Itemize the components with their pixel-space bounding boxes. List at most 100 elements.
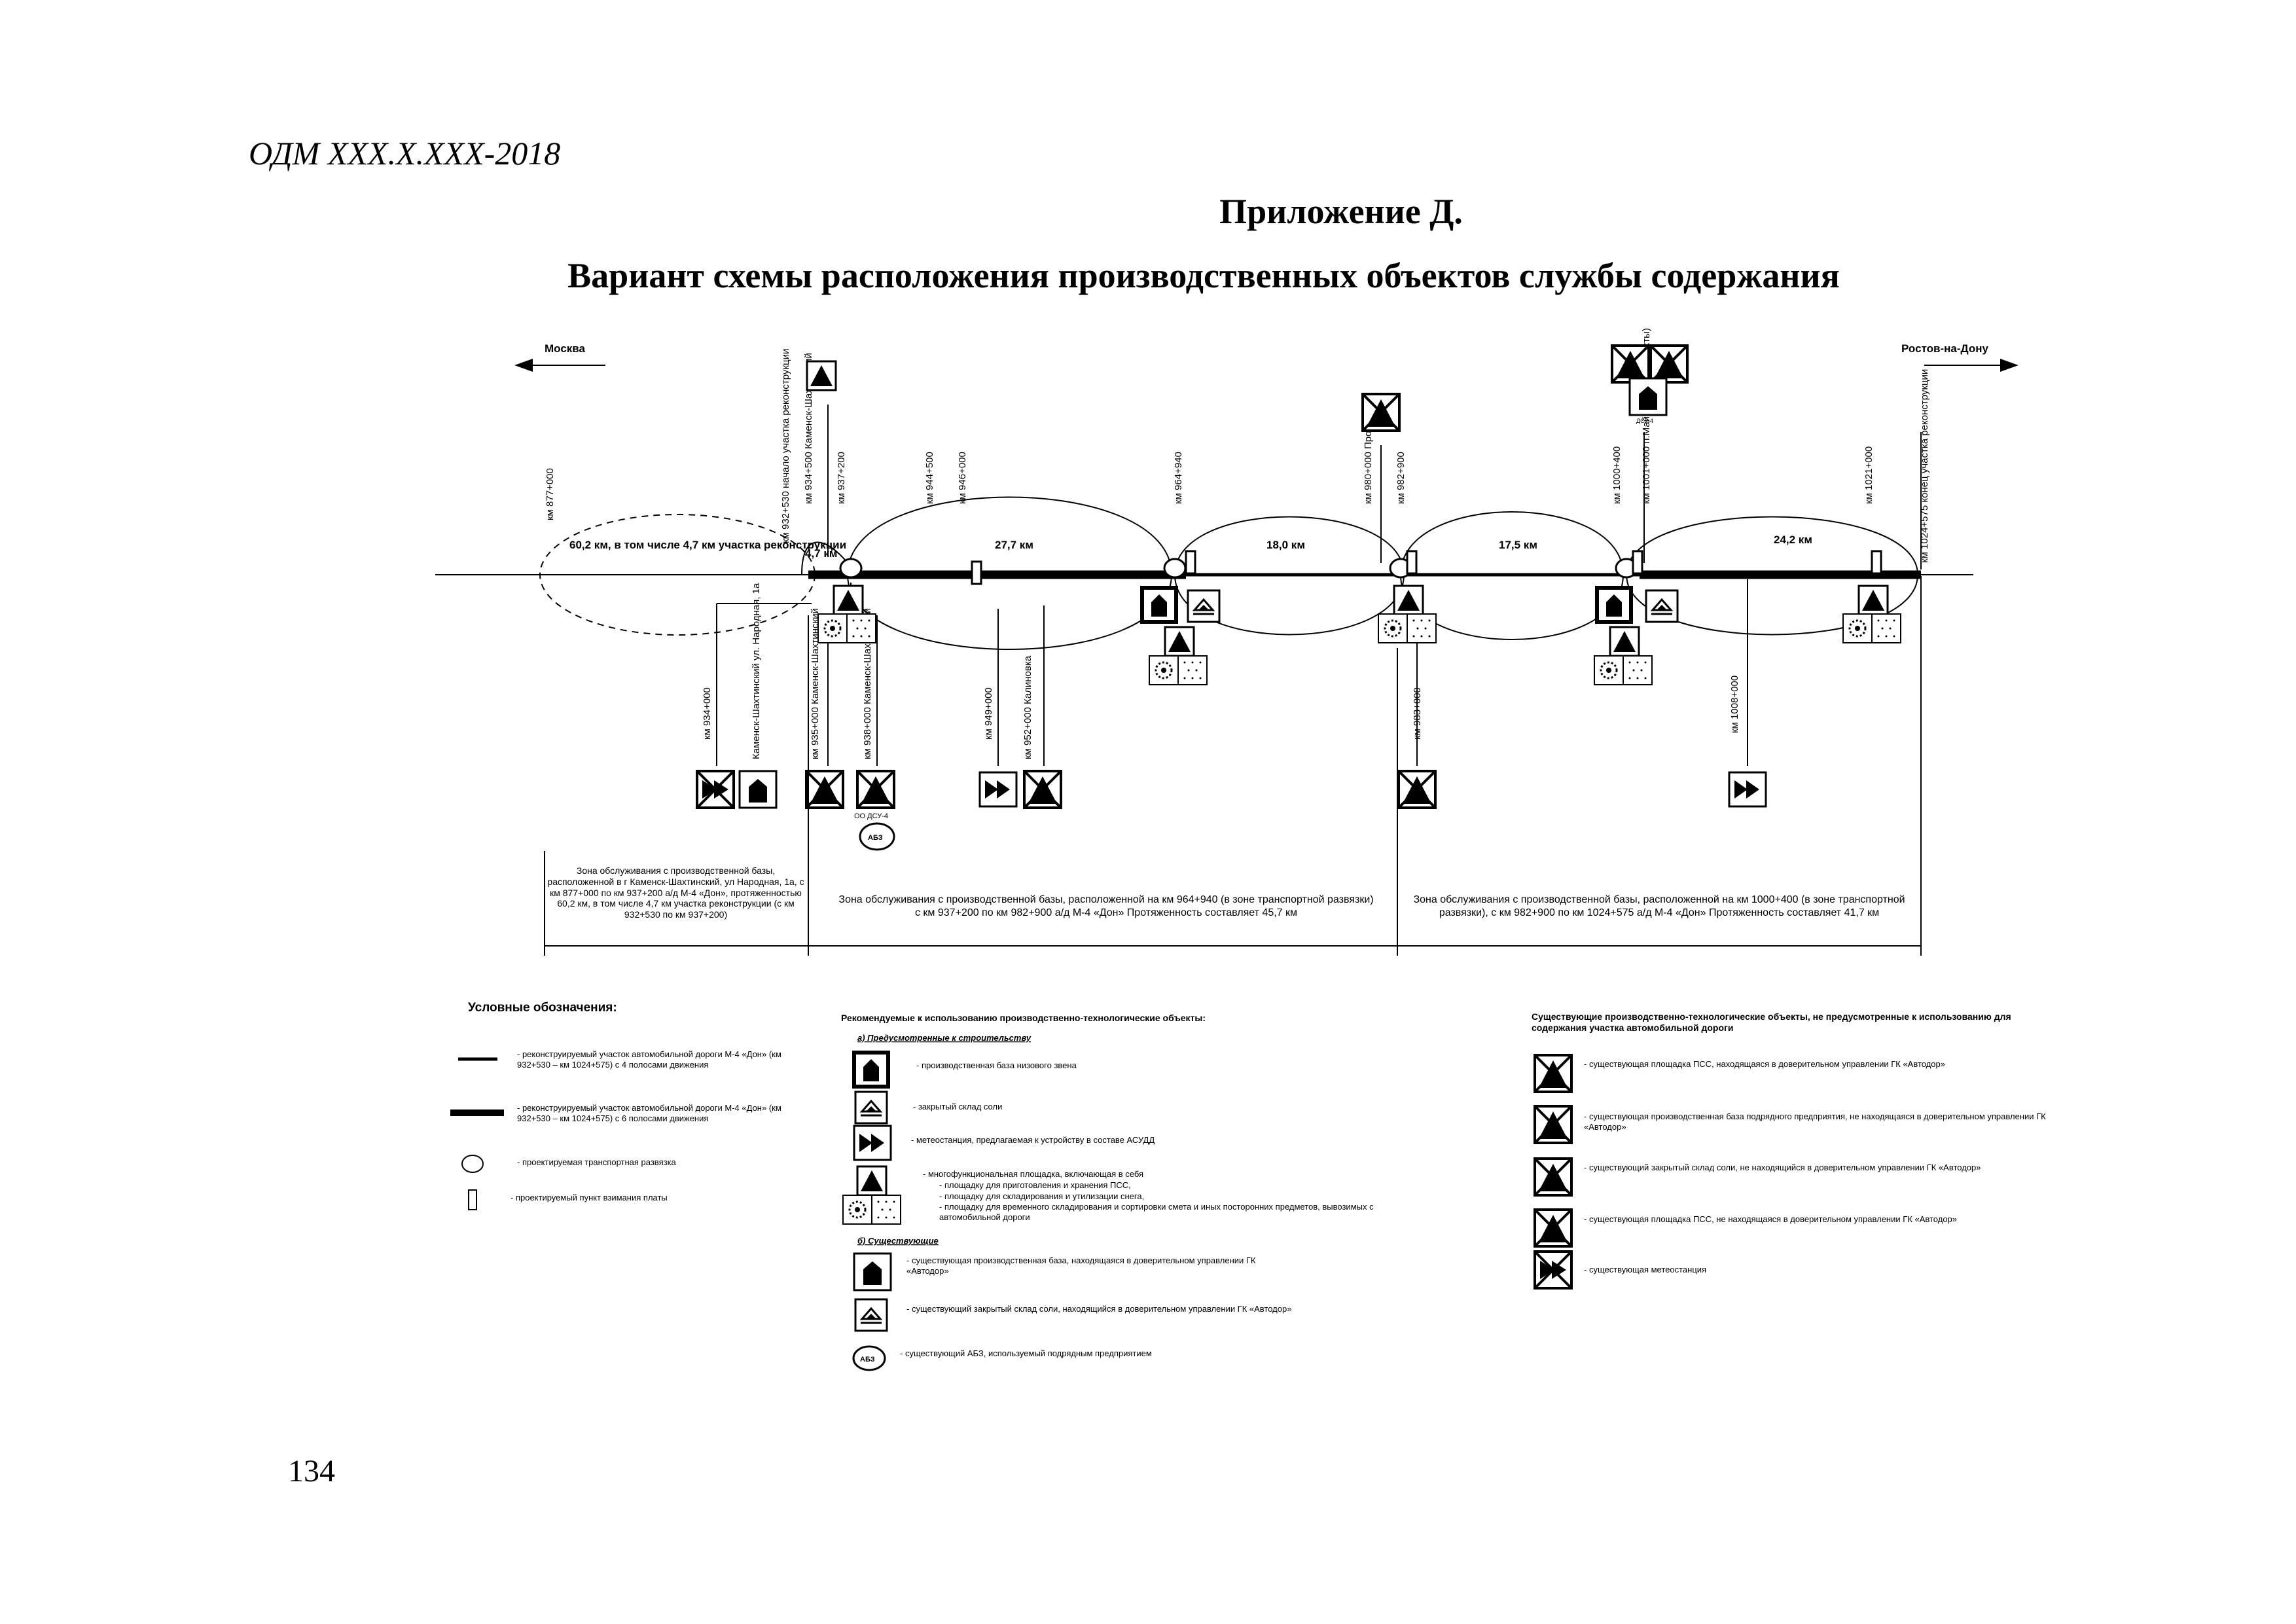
km-mark-top: км 982+900 bbox=[1395, 452, 1407, 504]
legend-existing-salt-icon bbox=[1534, 1157, 1573, 1197]
existing-pss-site-icon bbox=[1023, 770, 1062, 809]
page-number: 134 bbox=[288, 1454, 335, 1489]
multifunction-site-icon bbox=[1857, 585, 1889, 616]
legend-recommended-b-item: - существующая производственная база, на… bbox=[906, 1255, 1256, 1276]
legend-left-item: - реконструируемый участок автомобильной… bbox=[517, 1103, 781, 1124]
km-mark-bottom: Каменск-Шахтинский ул. Народная, 1а bbox=[751, 583, 762, 759]
production-base-icon bbox=[1597, 588, 1631, 622]
legend-title: Условные обозначения: bbox=[468, 1001, 617, 1015]
legend-existing-pss2-icon bbox=[1534, 1208, 1573, 1248]
appendix-heading: Приложение Д. bbox=[1219, 192, 1463, 231]
km-mark-top: км 932+530 начало участка реконструкции bbox=[780, 349, 791, 543]
snow-site-icon bbox=[1593, 655, 1624, 686]
existing-pss-site-icon bbox=[1397, 770, 1437, 809]
legend-existing-title: Существующие производственно-технологиче… bbox=[1532, 1011, 2011, 1033]
legend-existing-item: - существующая метеостанция bbox=[1584, 1265, 1706, 1274]
legend-recommended-b-item: - существующий закрытый склад соли, нахо… bbox=[906, 1304, 1292, 1314]
debris-site-icon bbox=[1623, 655, 1653, 685]
legend-interchange-icon bbox=[461, 1155, 484, 1173]
legend-recommended-item: - закрытый склад соли bbox=[913, 1102, 1002, 1111]
toll-point-icon bbox=[1871, 550, 1882, 575]
legend-existing-contractor-icon bbox=[1534, 1105, 1573, 1144]
legend-abz-label: АБЗ bbox=[860, 1356, 875, 1363]
legend-left-item: - проектируемая транспортная развязка bbox=[517, 1157, 676, 1167]
snow-site-icon bbox=[1377, 613, 1408, 644]
km-mark-top: км 964+940 bbox=[1173, 452, 1184, 504]
existing-pss-site-icon bbox=[856, 770, 895, 809]
debris-site-icon bbox=[1177, 655, 1208, 685]
legend-existing-meteo-icon bbox=[1534, 1250, 1573, 1290]
legend-toll-icon bbox=[468, 1189, 477, 1210]
direction-moscow: Москва bbox=[545, 342, 586, 355]
zone-ellipse-5 bbox=[1626, 516, 1919, 636]
zone-text-3: Зона обслуживания с производственной баз… bbox=[1413, 894, 1905, 918]
legend-left-item: - проектируемый пункт взимания платы bbox=[511, 1193, 668, 1202]
salt-store-icon bbox=[1187, 589, 1221, 623]
document-code: ОДМ XXX.X.XXX-2018 bbox=[249, 135, 561, 171]
km-mark-top: км 1000+400 bbox=[1611, 446, 1623, 504]
legend-recommended-item: - производственная база низового звена bbox=[916, 1060, 1077, 1070]
km-mark-top: км 1021+000 bbox=[1863, 446, 1874, 504]
legend-salt-store-icon bbox=[854, 1091, 888, 1125]
legend-existing-base-icon bbox=[853, 1252, 892, 1291]
zone-text-1: Зона обслуживания с производственной баз… bbox=[547, 865, 804, 920]
legend-existing-pss-icon bbox=[1534, 1054, 1573, 1093]
segment-label-2: 4,7 км bbox=[805, 547, 837, 560]
km-mark-bottom: км 934+000 bbox=[702, 687, 713, 740]
segment-label-1: 60,2 км, в том числе 4,7 км участка реко… bbox=[569, 539, 846, 551]
multifunction-site-icon bbox=[1393, 585, 1424, 616]
legend-recommended-b-title: б) Существующие bbox=[857, 1236, 939, 1246]
production-base-icon bbox=[806, 360, 837, 391]
legend-recommended-a-title: а) Предусмотренные к строительству bbox=[857, 1033, 1031, 1043]
interchange-icon bbox=[839, 558, 863, 579]
km-mark-bottom: км 1008+000 bbox=[1729, 676, 1740, 733]
km-mark-top: км 946+000 bbox=[957, 452, 968, 504]
toll-point-icon bbox=[1406, 550, 1418, 575]
debris-site-icon bbox=[1871, 613, 1901, 643]
existing-production-base-icon bbox=[738, 770, 778, 809]
dsu-label: ОО ДСУ-4 bbox=[854, 812, 888, 820]
legend-production-base-icon bbox=[854, 1053, 888, 1087]
zone-ellipse-1 bbox=[539, 514, 816, 636]
abz-label: АБЗ bbox=[868, 834, 883, 842]
multifunction-site-icon bbox=[1609, 626, 1640, 657]
km-mark-bottom: км 949+000 bbox=[983, 687, 994, 740]
toll-point-icon bbox=[971, 560, 982, 585]
legend-existing-item: - существующая площадка ПСС, находящаяся… bbox=[1584, 1059, 1945, 1069]
legend-multifunction-icon bbox=[856, 1165, 888, 1197]
debris-site-icon bbox=[846, 613, 876, 643]
legend-recommended-item: - площадку для складирования и утилизаци… bbox=[939, 1191, 1144, 1201]
existing-pss-site-icon bbox=[805, 770, 844, 809]
debris-site-icon bbox=[1407, 613, 1437, 643]
legend-existing-item: - существующая площадка ПСС, не находяща… bbox=[1584, 1214, 1958, 1224]
zone-text-2: Зона обслуживания с производственной баз… bbox=[838, 894, 1373, 918]
production-base-icon bbox=[1142, 588, 1176, 622]
legend-existing-item: - существующая производственная база под… bbox=[1584, 1111, 2046, 1132]
existing-contractor-base-icon bbox=[1628, 377, 1668, 416]
existing-salt-store-icon bbox=[1611, 344, 1650, 384]
legend-recommended-b-item: - существующий АБЗ, используемый подрядн… bbox=[900, 1348, 1152, 1358]
legend-recommended-item: - метеостанция, предлагаемая к устройств… bbox=[911, 1135, 1155, 1145]
km-mark-top: км 944+500 bbox=[924, 452, 935, 504]
legend-existing-salt-icon bbox=[854, 1298, 888, 1332]
km-mark-bottom: км 952+000 Калиновка bbox=[1022, 655, 1033, 759]
dsu-label: ДСУ-4 bbox=[1636, 418, 1653, 424]
snow-site-icon bbox=[1148, 655, 1179, 686]
legend-left-item: - реконструируемый участок автомобильной… bbox=[517, 1049, 781, 1070]
existing-meteo-icon bbox=[696, 770, 735, 809]
salt-store-icon bbox=[1645, 589, 1679, 623]
km-mark-bottom: км 938+000 Каменск-Шахтинский bbox=[862, 608, 873, 759]
snow-site-icon bbox=[817, 613, 848, 644]
multifunction-site-icon bbox=[1164, 626, 1195, 657]
legend-abz-icon bbox=[852, 1345, 886, 1371]
snow-site-icon bbox=[1842, 613, 1873, 644]
diagram-title: Вариант схемы расположения производствен… bbox=[567, 256, 1840, 295]
legend-recommended-item: - многофункциональная площадка, включающ… bbox=[923, 1169, 1143, 1179]
zone-ellipse-1b bbox=[801, 541, 848, 575]
segment-label-6: 24,2 км bbox=[1774, 533, 1812, 546]
abz-icon bbox=[859, 822, 895, 851]
segment-label-5: 17,5 км bbox=[1499, 539, 1537, 551]
meteo-station-icon bbox=[978, 771, 1018, 808]
segment-label-3: 27,7 км bbox=[995, 539, 1033, 551]
